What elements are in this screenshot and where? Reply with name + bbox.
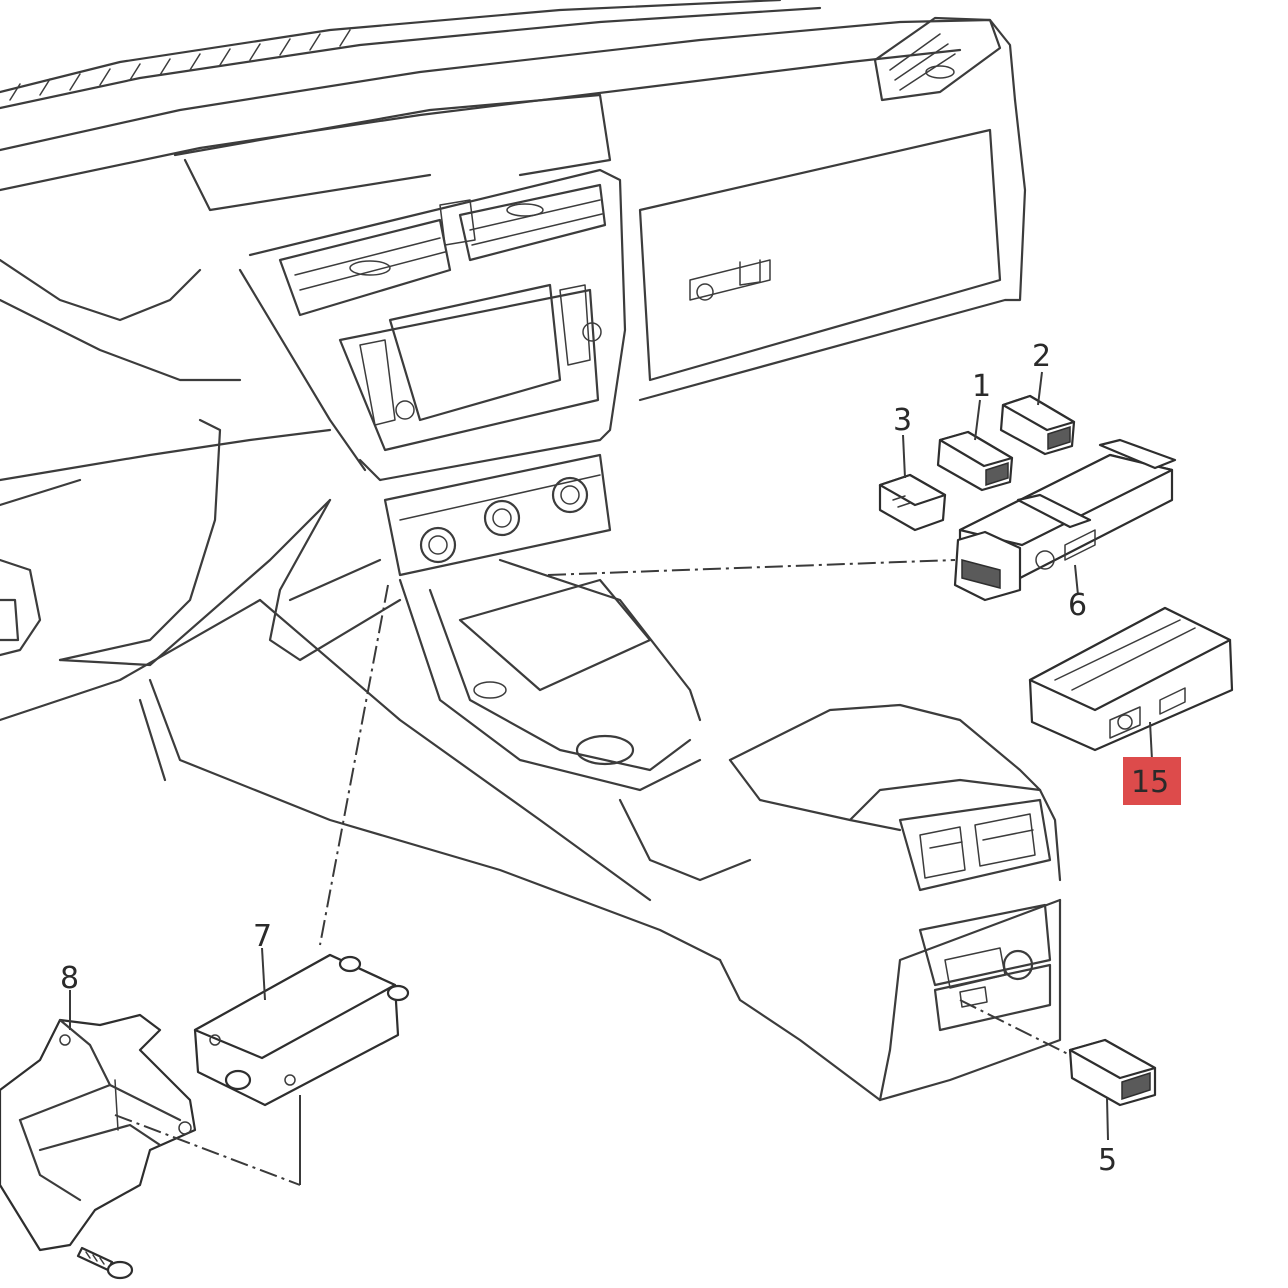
infotainment-screen <box>338 283 602 452</box>
part-15-module[interactable] <box>1028 606 1234 752</box>
defroster-grille <box>9 29 351 101</box>
part-1-plug[interactable] <box>936 430 1014 492</box>
centre-console <box>138 498 752 962</box>
leader-lines <box>69 371 1153 1185</box>
part-7-control-unit[interactable] <box>193 953 410 1107</box>
centre-air-vents <box>278 183 607 317</box>
callout-6: 6 <box>1068 588 1087 623</box>
part-3-plug[interactable] <box>878 473 947 532</box>
part-2-plug[interactable] <box>999 394 1076 456</box>
callout-8: 8 <box>60 961 79 996</box>
callout-7: 7 <box>253 919 272 954</box>
dash-dot-lines <box>114 559 1071 1186</box>
callout-1: 1 <box>972 369 991 404</box>
part-6-switch-housing[interactable] <box>953 438 1177 602</box>
callout-5: 5 <box>1098 1143 1117 1178</box>
right-air-vent <box>873 16 1002 102</box>
part-5-plug[interactable] <box>1068 1038 1157 1107</box>
climate-control-panel <box>383 453 612 577</box>
part-8-bracket[interactable] <box>0 1013 197 1280</box>
callout-15: 15 <box>1131 765 1169 800</box>
dashboard-illustration <box>0 0 1062 1102</box>
rear-console <box>718 703 1062 1102</box>
highlight-box <box>1123 757 1181 805</box>
screw-icon <box>76 1246 134 1280</box>
callout-2: 2 <box>1032 339 1051 374</box>
callout-15-highlight[interactable]: 15 <box>1123 757 1181 805</box>
callout-3: 3 <box>893 403 912 438</box>
